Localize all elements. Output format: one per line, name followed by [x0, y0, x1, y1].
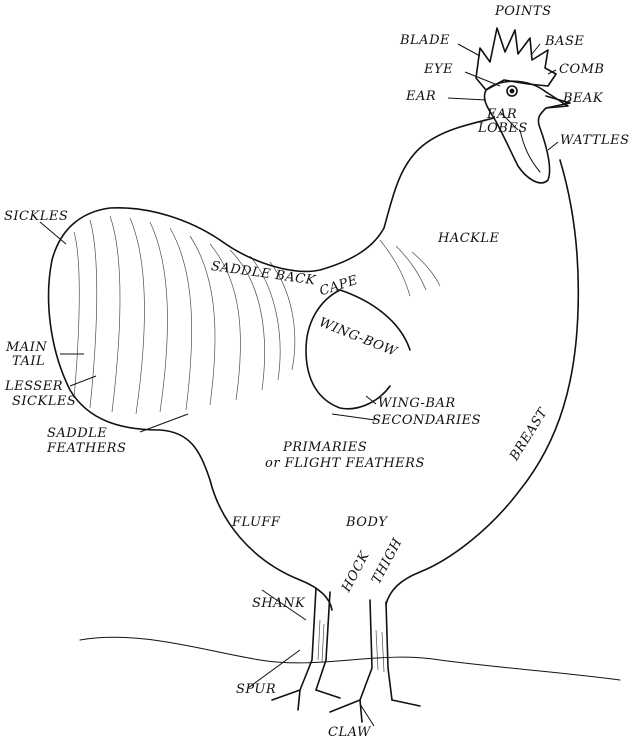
- label-primaries-line1: PRIMARIES: [283, 441, 367, 455]
- body-outline: [49, 118, 494, 610]
- label-sickles: SICKLES: [4, 210, 68, 224]
- label-main-tail-line1: MAIN: [6, 341, 47, 355]
- label-secondaries: SECONDARIES: [372, 414, 481, 428]
- label-wattles: WATTLES: [560, 134, 630, 148]
- label-primaries-line2: or FLIGHT FEATHERS: [265, 457, 425, 471]
- label-hackle: HACKLE: [438, 232, 500, 246]
- label-ear: EAR: [406, 90, 436, 104]
- label-comb: COMB: [559, 63, 604, 77]
- label-lesser-sickles-line2: SICKLES: [12, 395, 76, 409]
- label-claw: CLAW: [328, 726, 371, 740]
- label-shank: SHANK: [252, 597, 305, 611]
- label-spur: SPUR: [236, 683, 276, 697]
- label-saddle-feathers-line2: FEATHERS: [47, 442, 126, 456]
- label-body: BODY: [346, 516, 387, 530]
- label-saddle-feathers-line1: SADDLE: [47, 427, 107, 441]
- label-beak: BEAK: [563, 92, 603, 106]
- label-eye: EYE: [424, 63, 453, 77]
- label-ear-lobes-line1: EAR: [487, 108, 517, 122]
- label-lesser-sickles-line1: LESSER: [5, 380, 63, 394]
- label-points: POINTS: [495, 5, 552, 19]
- label-base: BASE: [545, 35, 584, 49]
- label-main-tail-line2: TAIL: [12, 355, 45, 369]
- label-ear-lobes-line2: LOBES: [478, 122, 528, 136]
- label-blade: BLADE: [400, 34, 450, 48]
- label-fluff: FLUFF: [232, 516, 280, 530]
- ground: [80, 637, 620, 680]
- label-wing-bar: WING-BAR: [378, 397, 456, 411]
- leg-right: [360, 600, 392, 700]
